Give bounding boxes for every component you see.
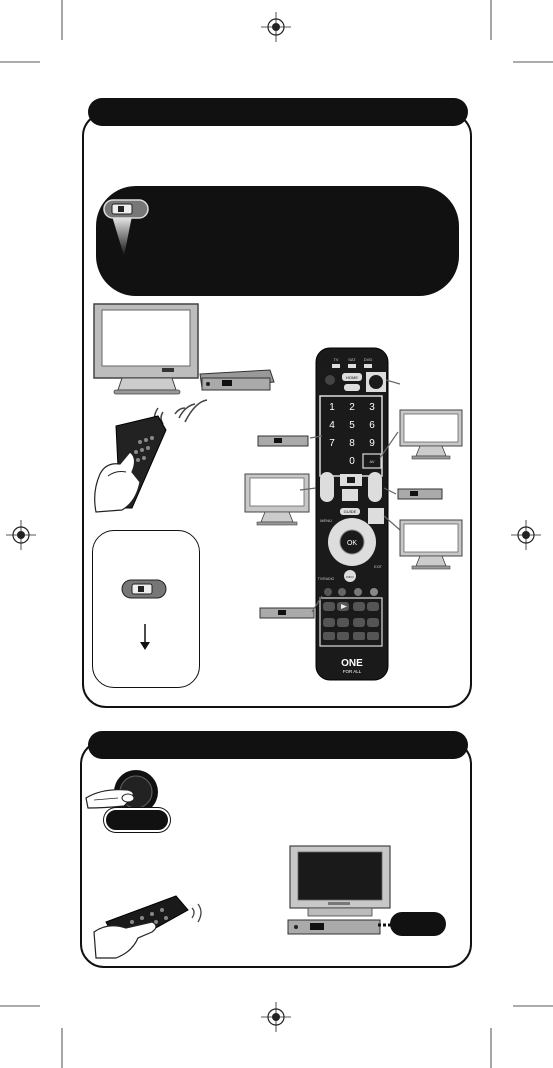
remote-av-label: AV — [369, 459, 374, 464]
remote-key-3: 3 — [369, 402, 375, 413]
registration-target-left — [6, 520, 36, 550]
set-top-box-right — [397, 488, 443, 500]
tv-illustration-large — [93, 303, 199, 395]
remote-menu-label: MENU — [320, 518, 332, 523]
set-top-box-top — [199, 369, 275, 391]
hand-pointing-remote-illustration — [93, 895, 202, 959]
remote-label-sat: SAT — [348, 357, 356, 362]
remote-label-tv: TV — [333, 357, 338, 362]
remote-key-7: 7 — [329, 438, 335, 449]
remote-control-illustration: TV SAT DVD HOME 1 2 3 4 5 6 7 8 9 0 AV G… — [315, 347, 389, 681]
remote-ok-label: OK — [347, 540, 357, 547]
remote-key-8: 8 — [349, 438, 355, 449]
remote-key-0: 0 — [349, 456, 355, 467]
registration-target-bottom — [261, 1002, 291, 1032]
remote-label-dvd: DVD — [364, 357, 373, 362]
remote-exit-label: EXIT — [374, 565, 383, 569]
setup-panel-header — [88, 98, 468, 126]
remote-info-label: INFO — [346, 575, 354, 579]
instruction-box — [96, 186, 459, 296]
magic-button-small-icon — [121, 579, 167, 599]
device-label-pill — [390, 912, 446, 936]
remote-key-5: 5 — [349, 420, 355, 431]
tv-on-illustration — [289, 845, 391, 917]
remote-logo-for-all: FOR ALL — [343, 669, 362, 674]
power-button-label-pill — [104, 808, 170, 832]
remote-guide-label: GUIDE — [344, 509, 357, 514]
remote-key-2: 2 — [349, 402, 355, 413]
remote-keypad: 1 2 3 4 5 6 7 8 9 0 — [329, 402, 375, 467]
magic-button-icon — [103, 199, 149, 256]
magic-button-hold-box — [92, 530, 200, 688]
remote-home-label: HOME — [346, 375, 358, 380]
test-panel-header — [88, 731, 468, 759]
tv-illustration-right-bottom — [399, 519, 463, 570]
remote-key-4: 4 — [329, 420, 335, 431]
hand-with-remote-illustration — [94, 415, 167, 513]
remote-logo-one: ONE — [341, 658, 363, 669]
registration-target-right — [511, 520, 541, 550]
tv-illustration-right-top — [399, 409, 463, 460]
set-top-box-keypad — [257, 435, 309, 447]
remote-tv-radio-label: TV/RADIO — [318, 577, 335, 581]
tv-illustration-left — [244, 473, 310, 526]
power-button-press-icon — [85, 770, 158, 814]
registration-target-top — [261, 12, 291, 42]
remote-key-6: 6 — [369, 420, 375, 431]
remote-key-1: 1 — [329, 402, 335, 413]
remote-key-9: 9 — [369, 438, 375, 449]
arrow-down-icon — [140, 624, 150, 650]
set-top-box-test — [287, 919, 381, 935]
set-top-box-bottom — [259, 607, 315, 619]
